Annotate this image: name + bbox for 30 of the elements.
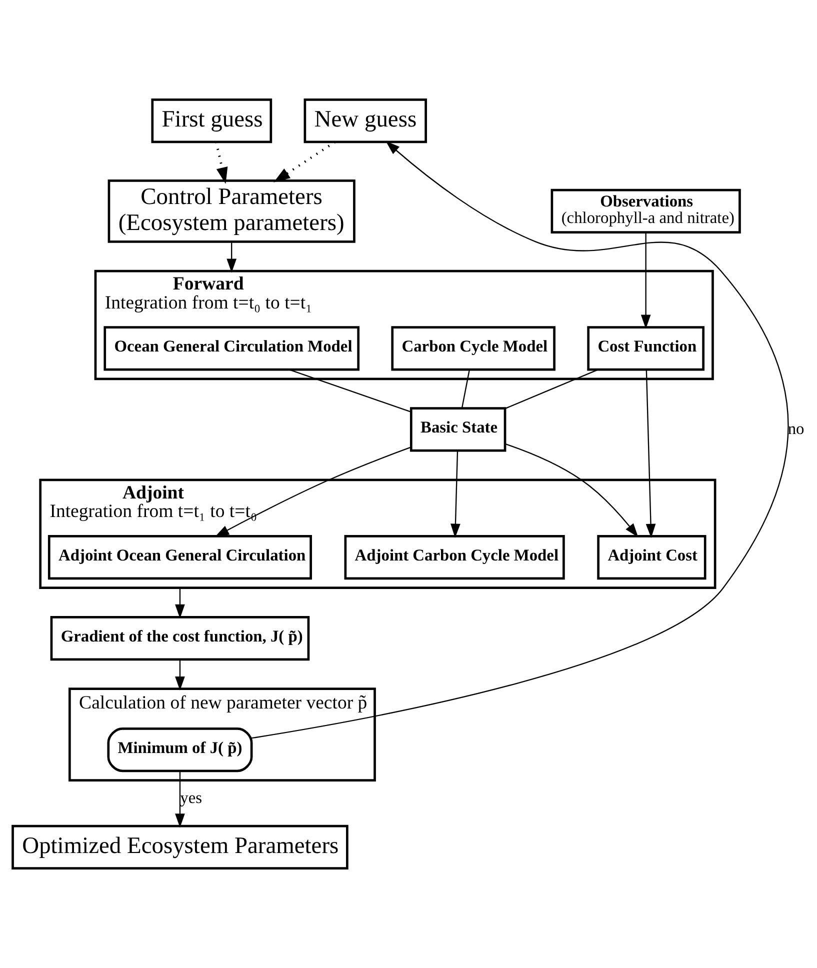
arrow (175, 588, 185, 618)
node-box: Adjoint Carbon Cycle Model (344, 535, 565, 580)
node-box: Observations (chlorophyll-a and nitrate) (550, 188, 741, 234)
arrow (640, 232, 651, 329)
arrow (226, 242, 237, 273)
arrow (505, 443, 638, 538)
arrow (214, 446, 412, 537)
node-box: Control Parameters (Ecosystem parameters) (108, 179, 356, 243)
node-box: Basic State (410, 407, 506, 452)
node-box: Minimum of J( p̃) (107, 728, 253, 772)
arrow (175, 771, 185, 828)
node-box: Cost Function (587, 326, 704, 371)
edge-label: yes (180, 788, 202, 807)
arrow (450, 450, 460, 538)
arrow (274, 140, 336, 182)
node-box: Adjoint Ocean General Circulation (48, 535, 312, 580)
arrow (175, 660, 185, 691)
arrow (252, 141, 789, 739)
node-box: Adjoint Cost (597, 535, 706, 580)
node-box: First guess (151, 98, 272, 144)
node-box: Optimized Ecosystem Parameters (12, 824, 348, 870)
edge-label: no (788, 418, 804, 438)
arrow (215, 142, 228, 184)
connector (289, 369, 412, 413)
connector (504, 369, 598, 410)
node-box: Ocean General Circulation Model (104, 326, 360, 371)
node-box: Gradient of the cost function, J( p̃) (50, 616, 310, 661)
node-box: Carbon Cycle Model (391, 326, 556, 371)
arrow (646, 370, 656, 538)
node-box: New guess (304, 98, 427, 144)
